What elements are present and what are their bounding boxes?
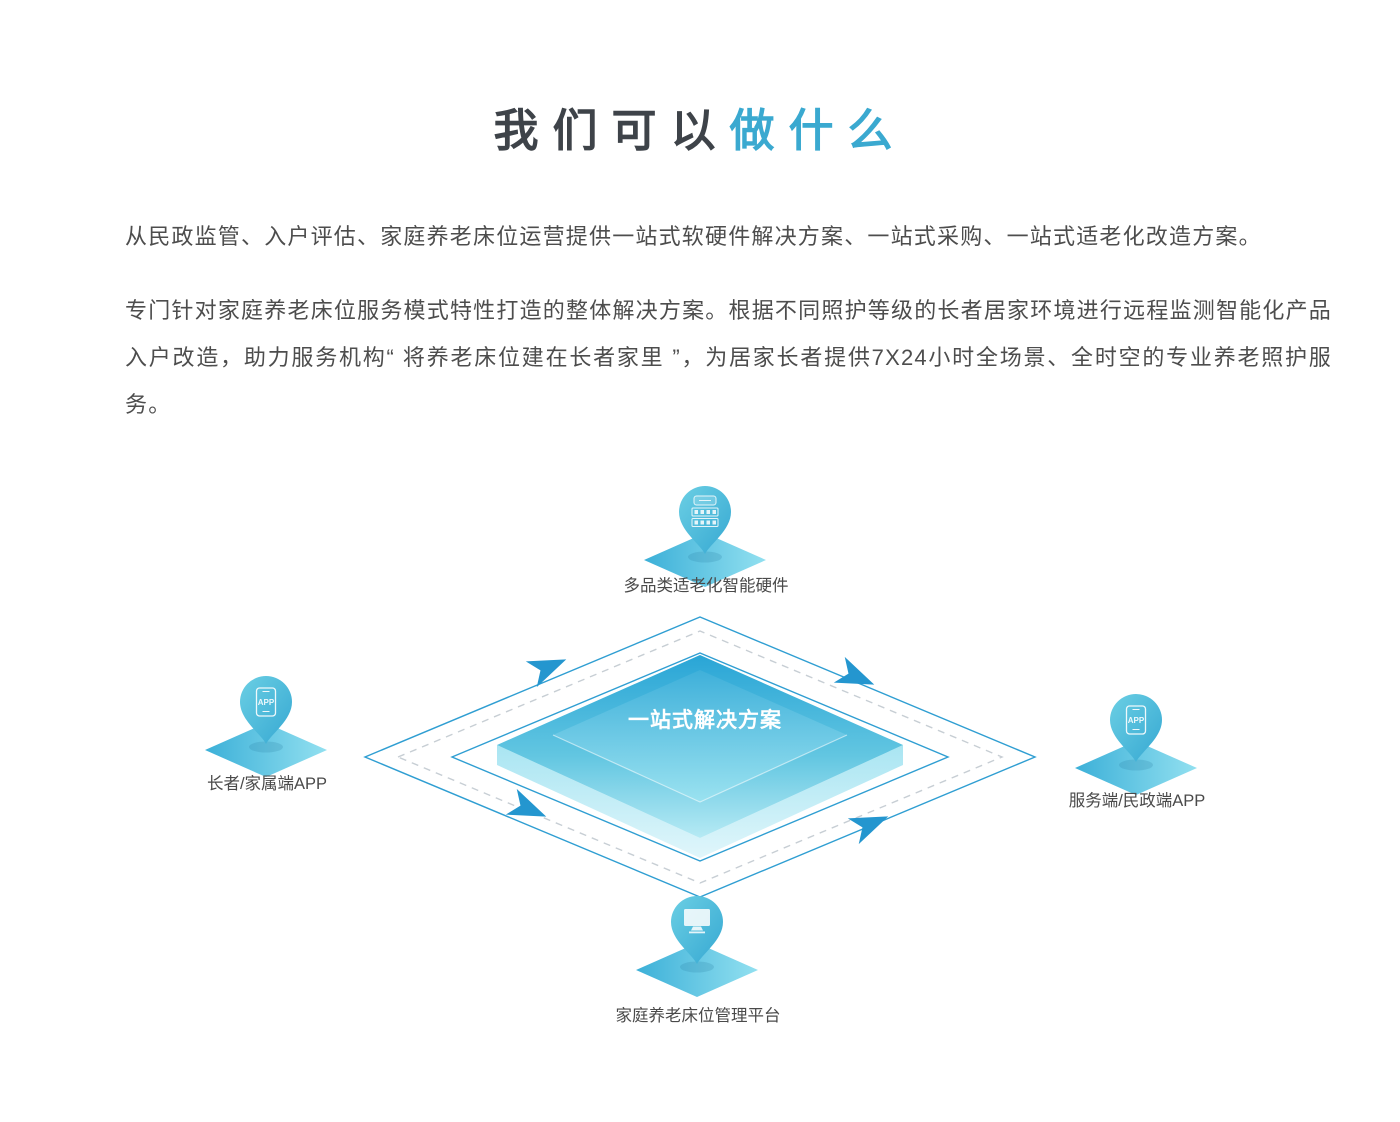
platform-plateau: [553, 670, 847, 802]
location-pin-icon: [1110, 694, 1162, 762]
solution-diagram-canvas: APP APP: [205, 486, 1197, 997]
flow-arrows: [505, 656, 889, 845]
flow-arrow-top-right-icon: [833, 656, 875, 685]
page-title-accent: 做什么: [729, 105, 907, 157]
location-pin-icon: [679, 486, 731, 554]
app-phone-pin-icon: APP: [1125, 705, 1147, 735]
pin-shadow: [1119, 759, 1153, 771]
middle-dashed-ring: [396, 630, 1004, 884]
node-label-bottom: 家庭养老床位管理平台: [615, 1007, 781, 1025]
page-title-prefix: 我们可以: [493, 105, 730, 157]
flow-arrow-top-left-icon: [525, 659, 567, 688]
node-label-right: 服务端/民政端APP: [1068, 792, 1206, 810]
platform-plateau-edge: [552, 734, 848, 803]
flow-arrow-bottom-left-icon: [505, 788, 547, 817]
intro-section: 从民政监管、入户评估、家庭养老床位运营提供一站式软硬件解决方案、一站式采购、一站…: [125, 213, 1332, 428]
page-title: 我们可以做什么: [0, 94, 1400, 159]
diagram-rings: [363, 616, 1037, 898]
location-pin-icon: [240, 676, 292, 744]
platform-left-side: [497, 745, 700, 858]
node-label-left: 长者/家属端APP: [206, 775, 328, 793]
svg-text:APP: APP: [258, 698, 275, 707]
pin-shadow: [249, 741, 283, 753]
pin-shadow: [680, 961, 714, 973]
node-top-smart-hardware: [644, 486, 766, 587]
smart-hardware-pin-icon: [691, 495, 719, 527]
app-phone-pin-icon: APP: [255, 687, 277, 717]
node-left-elder-app: APP: [205, 676, 327, 777]
pin-base: [1075, 741, 1197, 795]
monitor-pin-icon: [684, 909, 710, 934]
solution-platform: [497, 655, 903, 858]
intro-paragraph-2: 专门针对家庭养老床位服务模式特性打造的整体解决方案。根据不同照护等级的长者居家环…: [125, 298, 1332, 417]
node-label-top: 多品类适老化智能硬件: [623, 577, 789, 595]
node-right-service-app: APP: [1075, 694, 1197, 795]
flow-arrow-bottom-right-icon: [847, 816, 889, 845]
platform-right-side: [700, 745, 903, 858]
inner-solid-ring: [450, 652, 950, 862]
pin-base: [644, 533, 766, 587]
node-bottom-platform: [636, 896, 758, 997]
solution-diagram: APP APP: [0, 470, 1400, 1122]
svg-text:APP: APP: [1128, 716, 1145, 725]
intro-paragraph-1: 从民政监管、入户评估、家庭养老床位运营提供一站式软硬件解决方案、一站式采购、一站…: [125, 224, 1262, 249]
pin-base: [205, 723, 327, 777]
pin-base: [636, 943, 758, 997]
pin-shadow: [688, 551, 722, 563]
platform-center-label: 一站式解决方案: [628, 709, 782, 732]
outer-solid-ring: [363, 616, 1037, 898]
